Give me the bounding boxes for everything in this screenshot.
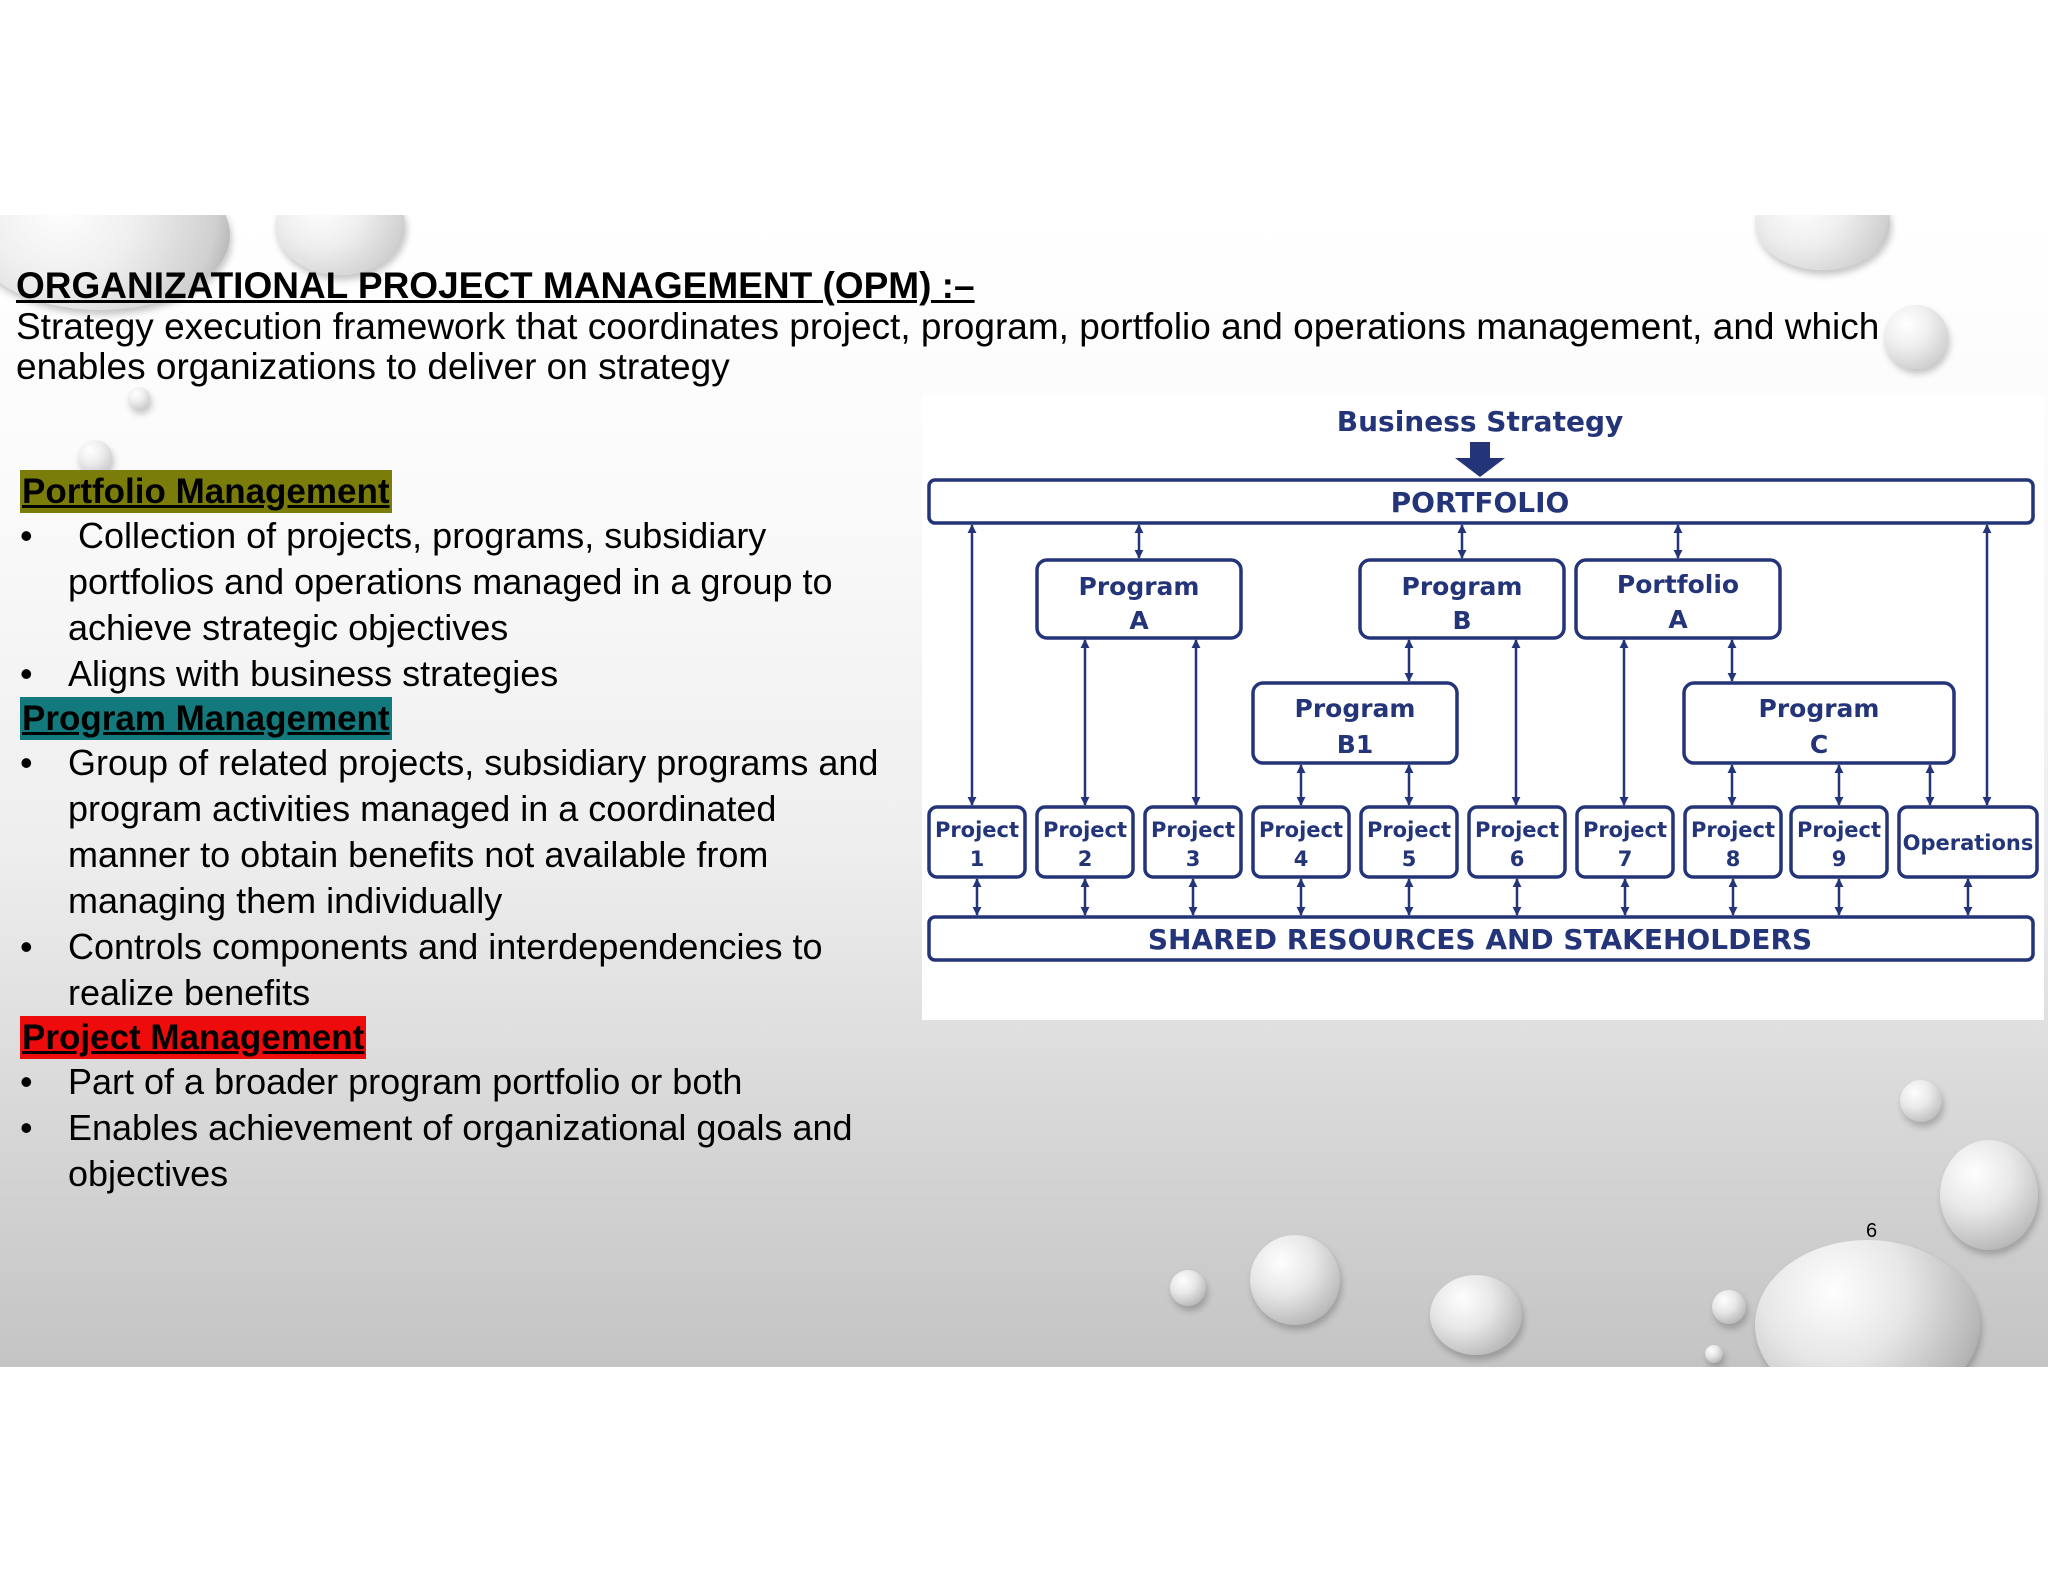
program-b-label: Program [1402, 572, 1523, 601]
section-heading-project: Project Management [20, 1016, 367, 1059]
leaf-layer: Project 1 Project 2 Project 3 Project 4 Project 5… [927, 805, 2039, 879]
leaf-label: Project [1797, 818, 1881, 842]
leaf-number: 3 [1186, 847, 1201, 871]
bullet-text: Group of related projects, subsidiary pr… [68, 742, 879, 921]
leaf-box [927, 805, 1027, 879]
program-b1-letter: B1 [1337, 730, 1373, 759]
program-c-box [1682, 681, 1956, 765]
leaf-box [1035, 805, 1135, 879]
business-strategy-label: Business Strategy [1337, 405, 1623, 438]
section-heading-portfolio: Portfolio Management [20, 470, 392, 513]
bullet-item: • Group of related projects, subsidiary p… [20, 740, 900, 924]
program-b-letter: B [1452, 606, 1471, 635]
opm-hierarchy-diagram: Business Strategy PORTFOLIO Program A Pr… [922, 395, 2044, 1020]
bullet-dot: • [20, 926, 33, 967]
section-portfolio-management: Portfolio Management • Collection of pro… [20, 470, 900, 697]
bullet-dot: • [20, 515, 33, 556]
bullet-text: Enables achievement of organizational go… [68, 1107, 853, 1194]
leaf-label: Project [1259, 818, 1343, 842]
water-drop-decoration [1712, 1290, 1746, 1324]
leaf-number: 6 [1510, 847, 1525, 871]
leaf-number: 9 [1832, 847, 1847, 871]
leaf-number: 2 [1078, 847, 1093, 871]
section-project-management: Project Management • Part of a broader pr… [20, 1016, 900, 1197]
water-drop-decoration [1430, 1275, 1522, 1355]
bullet-dot: • [20, 653, 33, 694]
leaf-number: 4 [1294, 847, 1309, 871]
opm-sections: Portfolio Management • Collection of pro… [20, 470, 900, 1197]
arrow-layer [967, 524, 1992, 916]
bullet-item: • Collection of projects, programs, subs… [20, 513, 900, 651]
water-drop-decoration [1900, 1080, 1942, 1122]
leaf-box [1897, 805, 2039, 879]
strategy-down-arrow [1455, 442, 1505, 477]
bullet-item: • Aligns with business strategies [20, 651, 900, 697]
leaf-box [1467, 805, 1567, 879]
program-a-box [1035, 558, 1243, 640]
bullet-dot: • [20, 1107, 33, 1148]
water-drop-decoration [1940, 1140, 2038, 1250]
leaf-label: Project [1151, 818, 1235, 842]
portfolio-label: PORTFOLIO [1391, 486, 1570, 519]
water-drop-decoration [128, 387, 150, 409]
leaf-number: 7 [1618, 847, 1633, 871]
shared-resources-label: SHARED RESOURCES AND STAKEHOLDERS [1148, 923, 1812, 956]
water-drop-decoration [1250, 1235, 1340, 1325]
portfolio-a-box [1574, 558, 1782, 640]
leaf-box [1359, 805, 1459, 879]
shared-resources-box [927, 915, 2035, 962]
bullet-text: Collection of projects, programs, subsid… [68, 515, 843, 648]
program-b1-box [1251, 681, 1459, 765]
program-b-box [1358, 558, 1566, 640]
leaf-label: Project [1367, 818, 1451, 842]
program-c-letter: C [1810, 730, 1828, 759]
bullet-text: Controls components and interdependencie… [68, 926, 823, 1013]
bullet-dot: • [20, 742, 33, 783]
leaf-label: Project [1583, 818, 1667, 842]
water-drop-decoration [1884, 305, 1948, 369]
leaf-label: Operations [1903, 831, 2034, 855]
program-b1-label: Program [1295, 694, 1416, 723]
portfolio-a-letter: A [1668, 605, 1688, 634]
water-drop-decoration [1705, 1345, 1723, 1363]
bullet-text: Aligns with business strategies [68, 653, 559, 694]
leaf-label: Project [1043, 818, 1127, 842]
bullet-item: • Enables achievement of organizational g… [20, 1105, 900, 1197]
leaf-box [1143, 805, 1243, 879]
water-drop-decoration [1755, 1240, 1980, 1367]
water-drop-decoration [78, 440, 112, 474]
leaf-box [1683, 805, 1783, 879]
program-c-label: Program [1759, 694, 1880, 723]
leaf-label: Project [1475, 818, 1559, 842]
section-heading-program: Program Management [20, 697, 392, 740]
bullet-item: • Controls components and interdependenci… [20, 924, 900, 1016]
leaf-number: 5 [1402, 847, 1417, 871]
water-drop-decoration [1170, 1270, 1206, 1306]
section-program-management: Program Management • Group of related pro… [20, 697, 900, 1016]
leaf-number: 8 [1726, 847, 1741, 871]
bullet-text: Part of a broader program portfolio or b… [68, 1061, 743, 1102]
leaf-label: Project [935, 818, 1019, 842]
leaf-number: 1 [970, 847, 985, 871]
leaf-box [1575, 805, 1675, 879]
program-a-label: Program [1079, 572, 1200, 601]
leaf-label: Project [1691, 818, 1775, 842]
slide-subtitle: Strategy execution framework that coordi… [16, 306, 1880, 387]
hierarchy-svg: Business Strategy PORTFOLIO Program A Pr… [927, 405, 2039, 962]
leaf-box [1789, 805, 1889, 879]
slide-title: ORGANIZATIONAL PROJECT MANAGEMENT (OPM) … [16, 265, 975, 306]
page-number: 6 [1866, 1220, 1878, 1242]
water-drop-decoration [1755, 215, 1890, 270]
leaf-box [1251, 805, 1351, 879]
bullet-dot: • [20, 1061, 33, 1102]
portfolio-a-label: Portfolio [1617, 570, 1739, 599]
portfolio-box [927, 478, 2035, 525]
bullet-item: • Part of a broader program portfolio or … [20, 1059, 900, 1105]
slide: ORGANIZATIONAL PROJECT MANAGEMENT (OPM) … [0, 215, 2048, 1367]
program-a-letter: A [1129, 606, 1149, 635]
